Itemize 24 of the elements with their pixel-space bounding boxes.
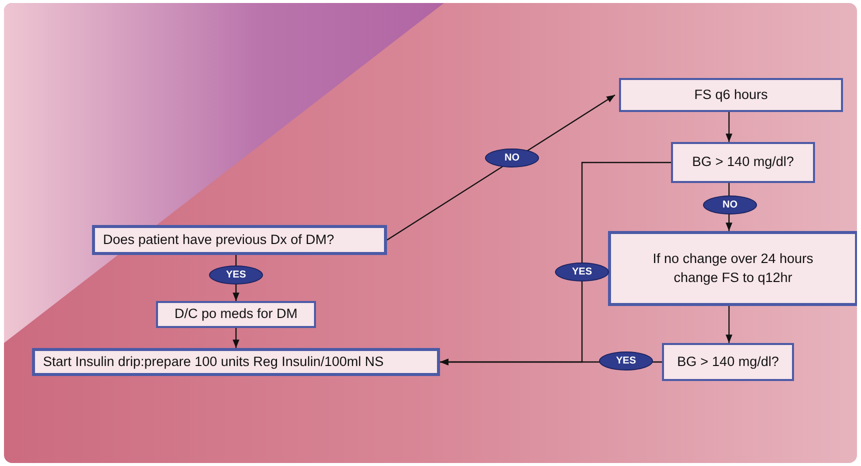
process-box (32, 348, 440, 376)
edge-label: NO (703, 196, 757, 214)
process-box (156, 301, 316, 328)
edge-label: YES (599, 352, 653, 370)
process-box (671, 142, 815, 183)
edge-label: YES (209, 266, 263, 284)
process-box (608, 231, 857, 306)
edge-label: NO (485, 148, 539, 168)
arrow (386, 94, 616, 240)
box-text: D/C po meds for DM (174, 305, 298, 324)
process-box (619, 78, 843, 112)
box-text: BG > 140 mg/dl? (677, 352, 779, 371)
arrow (440, 162, 671, 366)
process-box (92, 225, 387, 255)
process-box (662, 343, 794, 381)
edge-label: YES (555, 262, 609, 282)
arrow (726, 112, 732, 142)
arrow (232, 328, 240, 348)
box-text: FS q6 hours (694, 86, 768, 104)
box-text: Start Insulin drip:prepare 100 units Reg Insulin/100ml NS (43, 352, 384, 371)
box-text: BG > 140 mg/dl? (692, 153, 794, 172)
box-text: If no change over 24 hours change FS to q12hr (652, 250, 814, 287)
arrow (726, 306, 732, 343)
box-text: Does patient have previous Dx of DM? (103, 230, 334, 249)
